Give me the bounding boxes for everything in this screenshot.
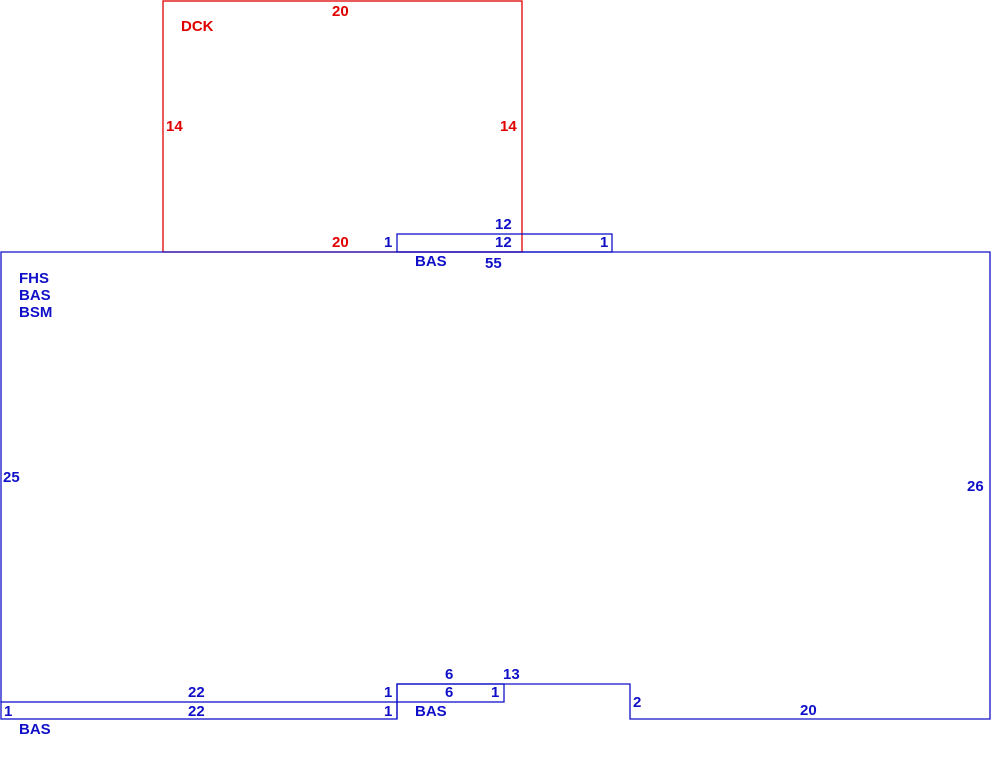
bottom-bump-top-dimension: 6 — [445, 666, 453, 683]
deck-label: DCK — [181, 18, 214, 35]
main-label-bsm: BSM — [19, 304, 52, 321]
bottom-strip-left-dimension: 1 — [4, 703, 12, 720]
main-bottom-right-dimension: 20 — [800, 702, 817, 719]
bottom-strip-bottom-dimension: 22 — [188, 703, 205, 720]
top-bump-outline — [396, 233, 613, 253]
main-right-dimension: 26 — [967, 478, 984, 495]
main-left-dimension: 25 — [3, 469, 20, 486]
bottom-bump-outline — [396, 683, 505, 703]
main-notch-side-dimension: 2 — [633, 694, 641, 711]
bottom-strip-label: BAS — [19, 721, 51, 738]
deck-right-dimension: 14 — [500, 118, 517, 135]
bottom-strip-right-top-dimension: 1 — [384, 684, 392, 701]
top-bump-right-dimension: 1 — [600, 234, 608, 251]
bottom-strip-top-dimension: 22 — [188, 684, 205, 701]
main-label-bas: BAS — [19, 287, 51, 304]
deck-left-dimension: 14 — [166, 118, 183, 135]
main-top-dimension: 55 — [485, 255, 502, 272]
top-bump-left-dimension: 1 — [384, 234, 392, 251]
deck-outline — [162, 0, 523, 253]
bottom-bump-label: BAS — [415, 703, 447, 720]
bottom-bump-bottom-dimension: 6 — [445, 684, 453, 701]
top-bump-label: BAS — [415, 253, 447, 270]
bottom-strip-outline — [0, 701, 398, 720]
main-notch-top-dimension: 13 — [503, 666, 520, 683]
top-bump-top-dimension: 12 — [495, 216, 512, 233]
main-label-fhs: FHS — [19, 270, 49, 287]
deck-bottom-dimension: 20 — [332, 234, 349, 251]
deck-top-dimension: 20 — [332, 3, 349, 20]
bottom-bump-right-dimension: 1 — [491, 684, 499, 701]
main-outline — [0, 251, 991, 720]
bottom-strip-right-bottom-dimension: 1 — [384, 703, 392, 720]
top-bump-bottom-dimension: 12 — [495, 234, 512, 251]
